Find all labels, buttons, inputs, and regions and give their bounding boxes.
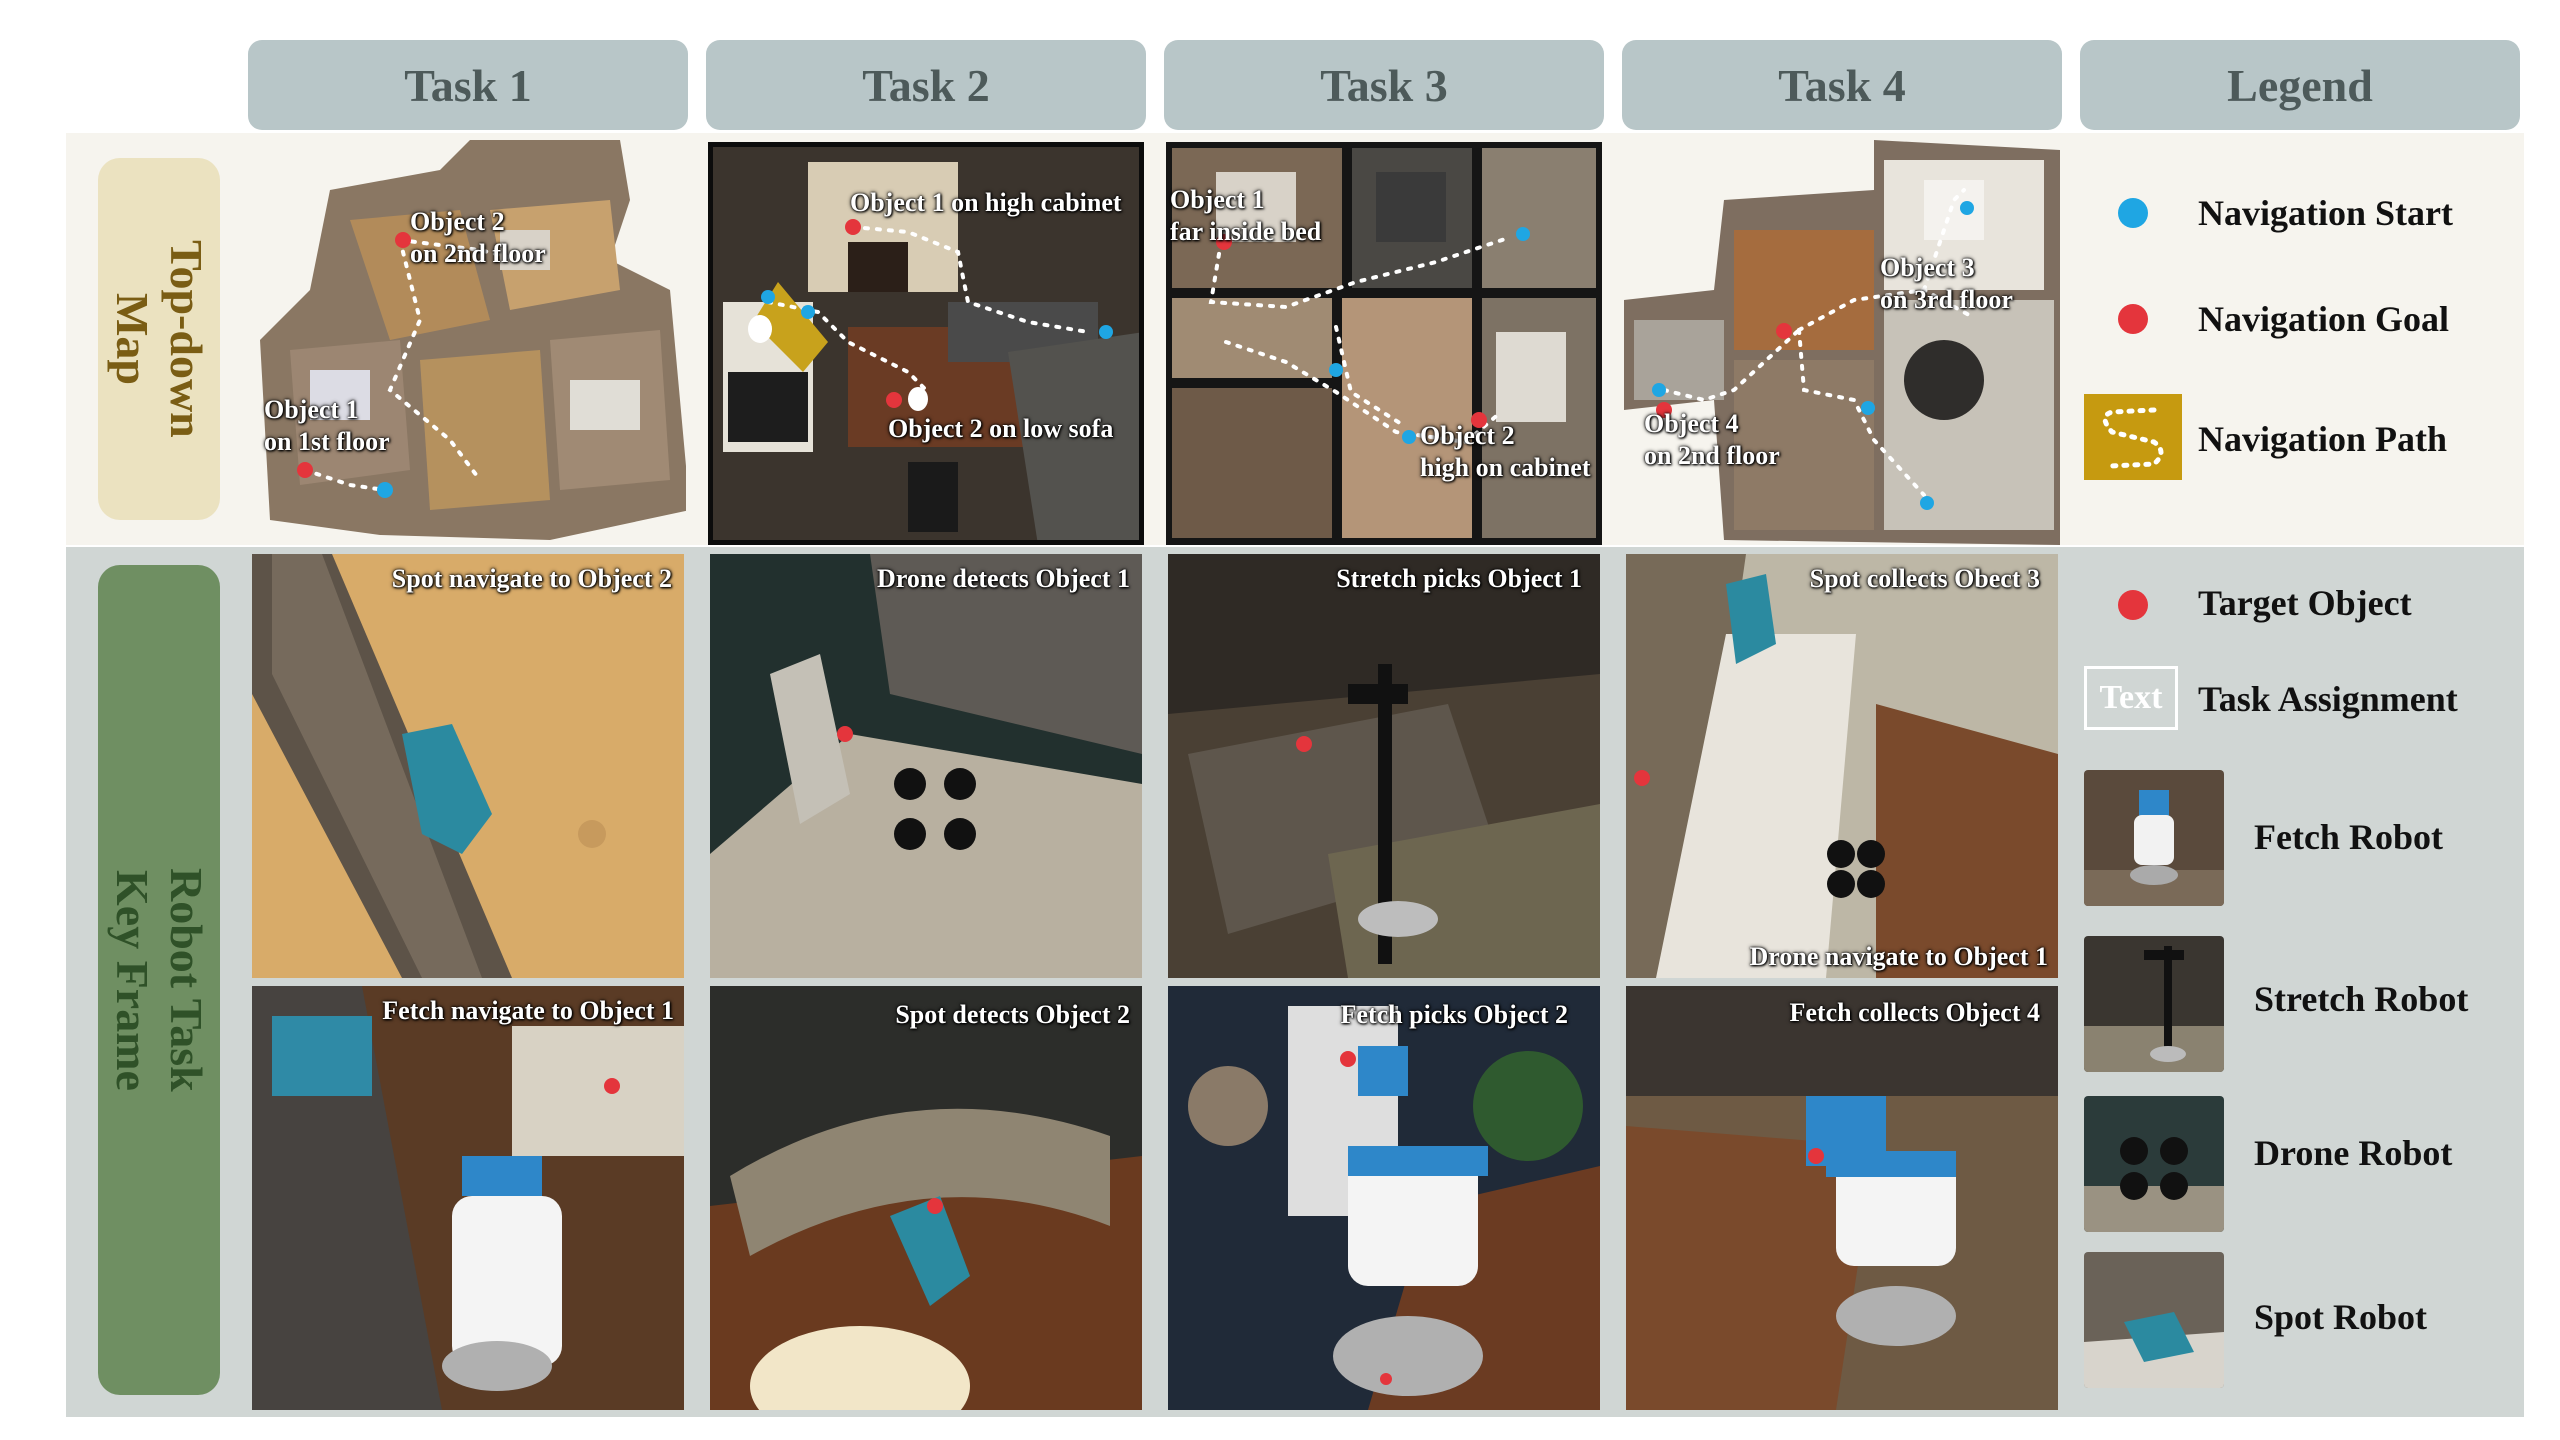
legend-stretch: Stretch Robot bbox=[2254, 979, 2469, 1019]
map-task-4-image bbox=[1624, 140, 2060, 545]
map-task-4-label-2: Object 4 on 2nd floor bbox=[1644, 409, 1780, 470]
row-label-map-text: Top-down Map bbox=[107, 240, 212, 438]
nav-path-icon bbox=[2084, 394, 2182, 480]
frame-task-1-bottom-caption: Fetch navigate to Object 1 bbox=[382, 996, 674, 1025]
frame-task-4-top-caption-2: Drone navigate to Object 1 bbox=[1749, 942, 2048, 971]
nav-start-dot bbox=[2118, 198, 2148, 228]
map-task-3-label-2: Object 2 high on cabinet bbox=[1420, 421, 1591, 482]
frame-task-4-bottom: Fetch collects Object 4 bbox=[1626, 986, 2058, 1410]
text-box-icon-label: Text bbox=[2099, 679, 2163, 716]
drone-robot-thumb bbox=[2084, 1096, 2224, 1232]
map-task-1-label-1: Object 2 on 2nd floor bbox=[410, 207, 546, 268]
map-task-3-image bbox=[1166, 142, 1602, 545]
header-task-2: Task 2 bbox=[706, 40, 1146, 130]
legend-task-assignment: Task Assignment bbox=[2198, 679, 2458, 719]
legend-drone: Drone Robot bbox=[2254, 1133, 2453, 1173]
map-task-2-label-1: Object 1 on high cabinet bbox=[850, 188, 1122, 217]
frame-task-2-bottom-caption: Spot detects Object 2 bbox=[895, 1000, 1130, 1029]
frame-task-3-top-image bbox=[1168, 554, 1600, 978]
nav-goal-dot bbox=[2118, 304, 2148, 334]
frame-task-3-bottom-image bbox=[1168, 986, 1600, 1410]
map-task-4-label-1: Object 3 on 3rd floor bbox=[1880, 253, 2013, 314]
frame-task-1-bottom: Fetch navigate to Object 1 bbox=[252, 986, 684, 1410]
stretch-robot-thumb bbox=[2084, 936, 2224, 1072]
frame-task-3-bottom: Fetch picks Object 2 bbox=[1168, 986, 1600, 1410]
legend-nav-path: Navigation Path bbox=[2198, 419, 2448, 459]
frame-task-3-top: Stretch picks Object 1 bbox=[1168, 554, 1600, 978]
frame-task-4-top-caption-1: Spot collects Obect 3 bbox=[1809, 564, 2040, 593]
header-task-3: Task 3 bbox=[1164, 40, 1604, 130]
legend-fetch: Fetch Robot bbox=[2254, 817, 2443, 857]
map-task-1-image bbox=[260, 140, 686, 540]
frame-task-3-top-caption: Stretch picks Object 1 bbox=[1336, 564, 1582, 593]
row-label-map: Top-down Map bbox=[98, 158, 220, 520]
frame-task-1-top-image bbox=[252, 554, 684, 978]
legend-target: Target Object bbox=[2198, 583, 2412, 623]
map-task-1-label-2: Object 1 on 1st floor bbox=[264, 395, 390, 456]
frame-task-2-top-caption: Drone detects Object 1 bbox=[877, 564, 1130, 593]
target-object-dot bbox=[2118, 590, 2148, 620]
row-label-keyframe: Robot Task Key Frame bbox=[98, 565, 220, 1395]
map-task-2-label-2: Object 2 on low sofa bbox=[888, 414, 1114, 443]
map-task-4: Object 3 on 3rd floor Object 4 on 2nd fl… bbox=[1624, 140, 2060, 545]
text-box-icon: Text bbox=[2084, 666, 2178, 730]
frame-task-4-top-image bbox=[1626, 554, 2058, 978]
frame-task-4-top: Spot collects Obect 3 Drone navigate to … bbox=[1626, 554, 2058, 978]
row-label-keyframe-text: Robot Task Key Frame bbox=[107, 868, 212, 1092]
map-task-1: Object 2 on 2nd floor Object 1 on 1st fl… bbox=[250, 140, 686, 545]
frame-task-2-bottom-image bbox=[710, 986, 1142, 1410]
map-task-2: Object 1 on high cabinet Object 2 on low… bbox=[708, 142, 1144, 545]
frame-task-3-bottom-caption: Fetch picks Object 2 bbox=[1340, 1000, 1568, 1029]
frame-task-1-top-caption: Spot navigate to Object 2 bbox=[391, 564, 672, 593]
map-task-3-label-1: Object 1 far inside bed bbox=[1170, 185, 1322, 246]
fetch-robot-thumb bbox=[2084, 770, 2224, 906]
frame-task-1-top: Spot navigate to Object 2 bbox=[252, 554, 684, 978]
frame-task-2-bottom: Spot detects Object 2 bbox=[710, 986, 1142, 1410]
frame-task-2-top-image bbox=[710, 554, 1142, 978]
frame-task-4-bottom-caption: Fetch collects Object 4 bbox=[1789, 998, 2040, 1027]
frame-task-1-bottom-image bbox=[252, 986, 684, 1410]
legend-nav-start: Navigation Start bbox=[2198, 193, 2453, 233]
legend-spot: Spot Robot bbox=[2254, 1297, 2428, 1337]
legend-nav-goal: Navigation Goal bbox=[2198, 299, 2450, 339]
spot-robot-thumb bbox=[2084, 1252, 2224, 1388]
map-task-3: Object 1 far inside bed Object 2 high on… bbox=[1166, 142, 1602, 545]
frame-task-2-top: Drone detects Object 1 bbox=[710, 554, 1142, 978]
header-task-4: Task 4 bbox=[1622, 40, 2062, 130]
header-task-1: Task 1 bbox=[248, 40, 688, 130]
header-legend: Legend bbox=[2080, 40, 2520, 130]
map-task-2-image bbox=[708, 142, 1144, 545]
frame-task-4-bottom-image bbox=[1626, 986, 2058, 1410]
